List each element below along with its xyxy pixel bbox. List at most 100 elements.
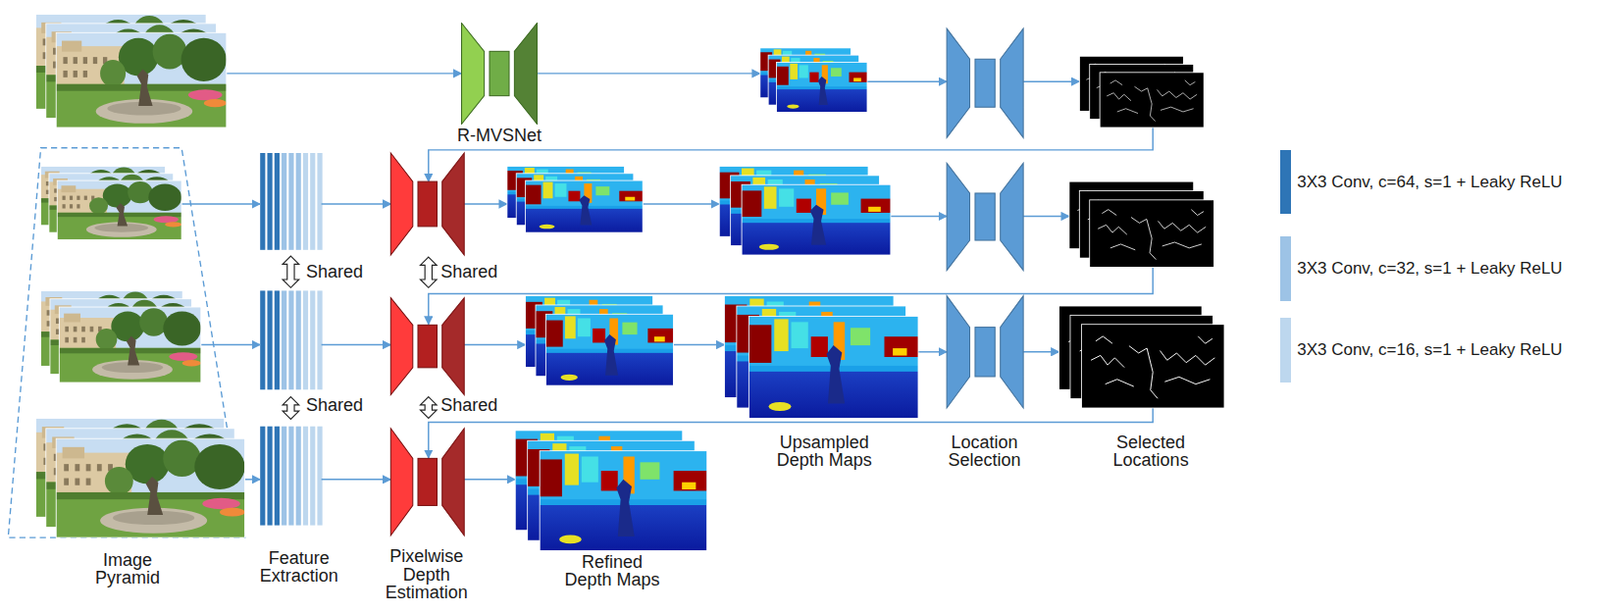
conv-layer-bar <box>303 153 309 251</box>
flow-arrow <box>245 478 261 480</box>
conv-layer-bar <box>281 153 287 251</box>
legend-text: 3X3 Conv, c=32, s=1 + Leaky ReLU <box>1296 258 1562 279</box>
conv-layer-bar <box>259 153 265 251</box>
shared-arrow <box>419 257 437 288</box>
conv-layer-bar <box>309 290 315 390</box>
conv-layer-bar <box>281 426 287 526</box>
shared-arrow <box>282 256 300 288</box>
conv-layer-bar <box>274 290 280 390</box>
image-edge <box>748 315 919 418</box>
image-edge <box>1089 200 1215 268</box>
flow-arrow <box>537 72 761 74</box>
decoder <box>442 153 465 256</box>
conv-layer-bar <box>296 290 302 390</box>
bottleneck <box>975 58 995 107</box>
conv-layer-bar <box>274 426 280 526</box>
image-edge <box>58 307 202 383</box>
flow-arrow <box>201 344 260 346</box>
encoder <box>946 28 970 138</box>
image-edge <box>525 180 644 233</box>
flow-arrow <box>642 203 720 205</box>
flow-arrow <box>1023 351 1059 353</box>
conv-layer-bar <box>281 290 287 390</box>
shared-arrow <box>419 397 437 419</box>
bottleneck <box>417 458 437 506</box>
bottleneck <box>489 51 510 96</box>
column-label: Image Pyramid <box>78 551 177 588</box>
depth-image <box>545 313 673 386</box>
bottleneck <box>975 327 995 377</box>
conv-layer-bar <box>309 153 315 251</box>
column-label: Selected Locations <box>1104 433 1198 470</box>
sel-image <box>1089 200 1215 268</box>
encoder <box>390 428 413 536</box>
conv-layer-bar <box>288 426 294 526</box>
photo-image <box>56 180 182 240</box>
conv-layer-bar <box>274 153 280 251</box>
bottleneck <box>417 324 437 367</box>
conv-layer-bar <box>303 290 309 390</box>
flow-arrow <box>321 344 392 346</box>
sel-image <box>1081 324 1225 409</box>
flow-arrow <box>181 203 260 205</box>
depth-image <box>741 184 891 256</box>
flow-arrow <box>890 215 947 217</box>
conv-layer-bar <box>259 426 265 526</box>
image-edge <box>56 180 182 240</box>
depth-image <box>539 451 708 552</box>
image-edge <box>55 438 245 538</box>
legend-entry: 3X3 Conv, c=16, s=1 + Leaky ReLU <box>1280 317 1562 383</box>
image-edge <box>775 61 868 112</box>
image-edge <box>539 451 708 552</box>
conv-layer-bar <box>316 290 322 390</box>
network-name: R-MVSNet <box>454 22 545 146</box>
decoder <box>514 22 537 124</box>
decoder <box>1000 296 1024 409</box>
shared-label: Shared <box>306 262 363 281</box>
encoder <box>390 153 413 256</box>
sel-image <box>1099 72 1204 128</box>
image-edge <box>1081 324 1225 409</box>
column-label: Pixelwise Depth Estimation <box>379 547 473 602</box>
image-edge <box>55 32 227 128</box>
conv-layer-bar <box>316 426 322 526</box>
network-shape <box>461 22 538 125</box>
flow-arrow <box>1023 80 1080 82</box>
column-label: Upsampled Depth Maps <box>770 433 878 470</box>
depth-image <box>748 315 919 418</box>
pyramid-outline <box>7 148 245 538</box>
legend-swatch <box>1280 236 1291 302</box>
conv-layer-bar <box>288 153 294 251</box>
decoder <box>1000 28 1024 138</box>
conv-layer-bar <box>309 426 315 526</box>
conv-layer-bar <box>266 426 272 526</box>
legend-swatch <box>1280 317 1291 383</box>
decoder <box>442 298 465 396</box>
photo-image <box>58 307 202 383</box>
legend-swatch <box>1280 150 1291 215</box>
flow-arrow <box>918 351 947 353</box>
photo-image <box>55 32 227 128</box>
legend-text: 3X3 Conv, c=64, s=1 + Leaky ReLU <box>1296 172 1562 193</box>
conv-layer-bar <box>303 426 309 526</box>
decoder <box>442 428 465 536</box>
shared-label: Shared <box>440 262 498 281</box>
conv-layer-bar <box>259 290 265 390</box>
conv-layer-bar <box>296 426 302 526</box>
flow-arrow <box>464 478 516 480</box>
conv-layer-bar <box>296 153 302 251</box>
encoder <box>462 22 485 124</box>
conv-layer-bar <box>288 290 294 390</box>
column-label: Feature Extraction <box>250 549 349 586</box>
encoder <box>946 296 970 409</box>
flow-arrow <box>672 344 724 346</box>
shared-label: Shared <box>306 396 363 414</box>
flow-arrow <box>1023 215 1070 217</box>
encoder <box>946 162 970 270</box>
network-block: R-MVSNet <box>454 22 545 146</box>
shared-label: Shared <box>440 396 498 414</box>
flow-arrow <box>226 72 462 74</box>
column-label: Refined Depth Maps <box>561 553 665 590</box>
decoder <box>1000 162 1024 270</box>
